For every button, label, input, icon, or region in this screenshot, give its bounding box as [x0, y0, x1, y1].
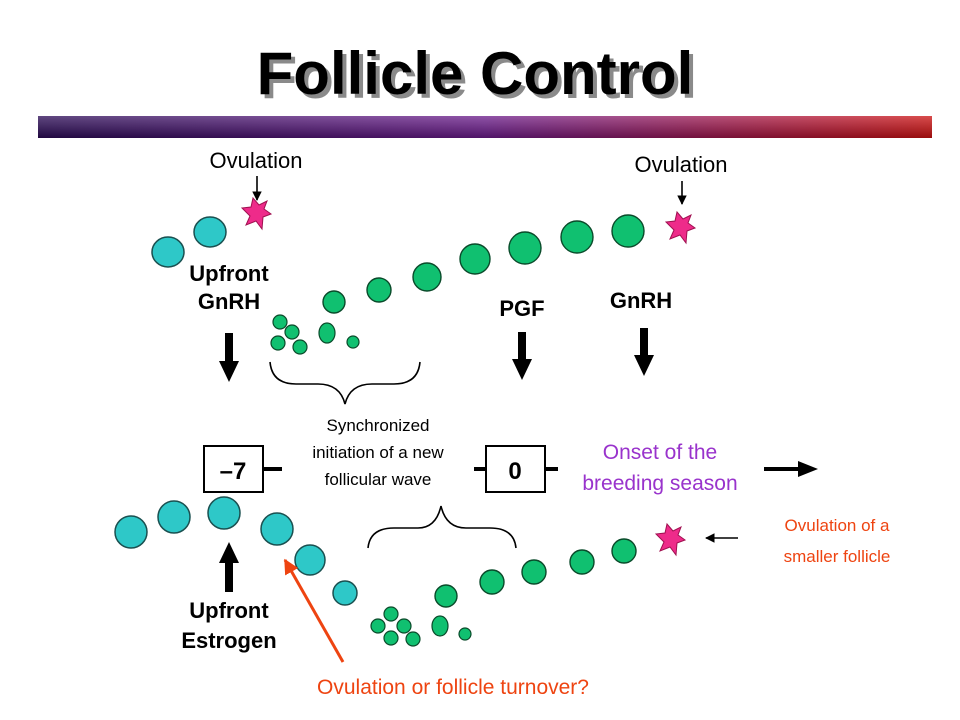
bottom-follicle-2 [479, 569, 505, 595]
bottom-follicle-4 [569, 549, 595, 575]
ovulation-burst-top-right [664, 210, 697, 245]
top-small-follicle-2 [284, 324, 300, 340]
day-minus-7-label: –7 [220, 458, 247, 485]
title-divider-bar-shade [38, 116, 932, 138]
page-title: Follicle Control [257, 40, 694, 107]
bottom-teal-follicle-2 [157, 500, 191, 534]
day-minus-7-box [203, 445, 264, 493]
bottom-small-follicle-1 [383, 606, 399, 622]
turnover-question-label: Ovulation or follicle turnover? [317, 676, 589, 699]
top-follicle-1 [322, 290, 346, 314]
day-zero-label: 0 [508, 458, 521, 485]
sync-label-line3: follicular wave [325, 470, 432, 489]
day-zero-box [485, 445, 546, 493]
bottom-small-follicle-7 [458, 627, 472, 641]
top-follicle-4 [459, 243, 491, 275]
top-follicle-2 [366, 277, 392, 303]
ovulation-burst-bottom [654, 522, 687, 557]
bottom-teal-follicle-4 [260, 512, 294, 546]
top-follicle-6 [560, 220, 594, 254]
onset-label-backdrop [558, 438, 764, 496]
onset-label-line2: breeding season [582, 472, 737, 495]
pgf-down-arrow [512, 332, 532, 380]
timeline-arrowhead [798, 461, 818, 477]
page-title-shadow: Follicle Control [261, 44, 698, 111]
upfront-estrogen-label-line2: Estrogen [181, 628, 276, 653]
top-small-follicle-4 [292, 339, 308, 355]
bottom-teal-follicle-1 [114, 515, 148, 549]
bottom-teal-follicle-6 [332, 580, 358, 606]
sync-label-backdrop [282, 410, 474, 494]
bottom-teal-follicle-5 [294, 544, 326, 576]
top-small-follicle-1 [272, 314, 288, 330]
onset-label-line1: Onset of the [603, 441, 717, 464]
sync-label-line1: Synchronized [326, 416, 429, 435]
ovulation-left-label: Ovulation [210, 148, 303, 173]
upfront-estrogen-label-line1: Upfront [189, 598, 269, 623]
bottom-small-follicle-3 [396, 618, 412, 634]
smaller-follicle-label-line2: smaller follicle [784, 547, 891, 566]
top-small-follicle-6 [346, 335, 360, 349]
sync-label-line2: initiation of a new [312, 443, 444, 462]
bottom-small-follicle-5 [405, 631, 421, 647]
top-follicle-5 [508, 231, 542, 265]
turnover-pointer [283, 558, 345, 663]
top-follicle-3 [412, 262, 442, 292]
ovulation-right-label: Ovulation [635, 152, 728, 177]
top-follicle-7 [611, 214, 645, 248]
top-small-follicle-5 [318, 322, 336, 344]
smaller-follicle-label-line1: Ovulation of a [785, 516, 890, 535]
upfront-gnrh-label-line2: GnRH [198, 289, 260, 314]
bottom-follicle-1 [434, 584, 458, 608]
bottom-follicle-3 [521, 559, 547, 585]
bottom-follicle-5 [611, 538, 637, 564]
bottom-small-follicle-2 [370, 618, 386, 634]
bottom-small-follicle-4 [383, 630, 399, 646]
gnrh-label: GnRH [610, 288, 672, 313]
bottom-small-follicle-6 [431, 615, 449, 637]
top-teal-follicle-1 [151, 236, 185, 268]
upfront-gnrh-label-line1: Upfront [189, 261, 269, 286]
ovulation-burst-top-left [240, 196, 273, 231]
top-small-follicle-3 [270, 335, 286, 351]
upfront-estrogen-up-arrow [219, 542, 239, 592]
upfront-gnrh-down-arrow [219, 333, 239, 382]
sync-wave-brace-top [269, 361, 421, 405]
top-teal-follicle-2 [193, 216, 227, 248]
pgf-label: PGF [499, 296, 544, 321]
bottom-teal-follicle-3 [207, 496, 241, 530]
gnrh-down-arrow [634, 328, 654, 376]
sync-wave-brace-bottom [367, 505, 517, 549]
